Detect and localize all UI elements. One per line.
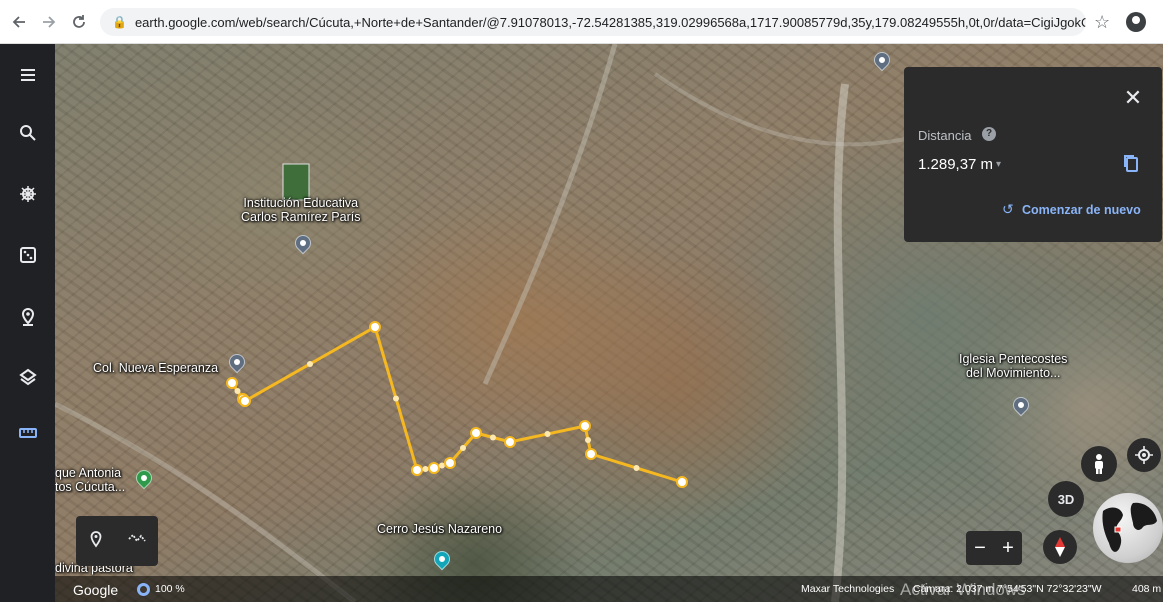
pegman-icon[interactable] (1081, 446, 1117, 482)
route-vertex[interactable] (579, 420, 591, 432)
route-vertex[interactable] (504, 436, 516, 448)
route-midpoint[interactable] (585, 437, 591, 443)
map-overlay (55, 44, 956, 602)
camera-altitude: Cámara: 2.037 m (913, 583, 995, 595)
route-vertex[interactable] (444, 457, 456, 469)
poi-text: Iglesia Pentecostes del Movimiento... (959, 352, 1068, 380)
profile-avatar-icon[interactable] (1126, 12, 1146, 32)
route-vertex[interactable] (239, 395, 251, 407)
distance-value[interactable]: 1.289,37 m (918, 156, 994, 173)
google-logo: Google (73, 582, 119, 598)
route-midpoint[interactable] (234, 388, 241, 394)
bookmark-star-icon[interactable]: ☆ (1094, 12, 1111, 32)
route-midpoint[interactable] (460, 445, 466, 451)
route-vertex[interactable] (226, 377, 238, 389)
start-over-label: Comenzar de nuevo (1022, 203, 1141, 217)
view-3d-label: 3D (1057, 491, 1075, 507)
route-vertex[interactable] (369, 321, 381, 333)
location-pin-icon[interactable] (13, 302, 43, 332)
distance-title: Distancia (918, 128, 972, 143)
reload-icon[interactable] (66, 9, 92, 35)
poi-text: Cerro Jesús Nazareno (377, 522, 503, 536)
poi-label-nueva-esperanza[interactable]: Col. Nueva Esperanza (93, 361, 218, 375)
lock-icon: 🔒 (112, 15, 127, 29)
forward-arrow-icon[interactable] (36, 9, 62, 35)
route-midpoint[interactable] (393, 395, 399, 402)
route-vertex[interactable] (585, 448, 597, 460)
route-midpoint[interactable] (490, 434, 496, 441)
voyager-wheel-icon[interactable] (13, 179, 43, 209)
measurement-points (226, 321, 688, 488)
poi-label-school[interactable]: Institución Educativa Carlos Ramírez Par… (241, 196, 360, 224)
layers-icon[interactable] (13, 362, 43, 392)
dice-icon[interactable] (13, 240, 43, 270)
poi-text: Col. Nueva Esperanza (93, 361, 219, 375)
windows-activation-watermark: Activar Windows (900, 580, 1026, 599)
close-icon[interactable]: ✕ (1123, 85, 1143, 110)
path-tool-icon[interactable] (127, 532, 147, 551)
earth-sidebar (0, 44, 55, 602)
measure-panel: ✕ Distancia ? 1.289,37 m ▾ ↺ Comenzar de… (904, 67, 1162, 242)
restart-icon[interactable]: ↺ (1002, 201, 1014, 217)
zoom-out-button[interactable]: − (974, 536, 986, 559)
zoom-in-button[interactable]: + (1002, 536, 1014, 559)
poi-label-parque[interactable]: que Antonia tos Cúcuta... (55, 466, 125, 494)
browser-toolbar: 🔒 earth.google.com/web/search/Cúcuta,+No… (0, 0, 1163, 44)
back-arrow-icon[interactable] (6, 9, 32, 35)
help-icon[interactable]: ? (982, 127, 996, 141)
poi-label-iglesia[interactable]: Iglesia Pentecostes del Movimiento... (959, 352, 1067, 380)
route-vertex[interactable] (470, 427, 482, 439)
ruler-icon[interactable] (13, 418, 43, 448)
poi-label-cerro[interactable]: Cerro Jesús Nazareno (377, 522, 502, 536)
road (482, 44, 618, 386)
poi-text: que Antonia tos Cúcuta... (55, 466, 126, 494)
start-over-button[interactable]: Comenzar de nuevo (1022, 203, 1141, 217)
hamburger-icon[interactable] (13, 60, 43, 90)
route-midpoint[interactable] (439, 462, 445, 469)
route-midpoint[interactable] (633, 465, 640, 471)
route-vertex[interactable] (411, 464, 423, 476)
globe-minimap[interactable] (1093, 493, 1163, 563)
route-midpoint[interactable] (544, 431, 551, 437)
scale-bar: 408 m (1132, 583, 1162, 595)
zoom-percentage: 100 % (155, 583, 185, 595)
route-midpoint[interactable] (422, 466, 429, 472)
status-bar: Google 100 % Maxar Technologies Cámara: … (55, 576, 1163, 602)
poi-text: Institución Educativa Carlos Ramírez Par… (241, 196, 361, 224)
point-tool-icon[interactable] (87, 530, 105, 553)
unit-dropdown-icon[interactable]: ▾ (996, 159, 1002, 170)
my-location-icon[interactable] (1127, 438, 1161, 472)
search-icon[interactable] (13, 118, 43, 148)
url-text: earth.google.com/web/search/Cúcuta,+Nort… (134, 14, 1086, 30)
route-midpoint[interactable] (307, 361, 313, 367)
route-vertex[interactable] (676, 476, 688, 488)
zoom-control: − + (966, 531, 1022, 565)
coordinates: 7°54'53"N 72°32'23"W (997, 583, 1102, 595)
view-3d-button[interactable]: 3D (1048, 481, 1084, 517)
measurement-path (230, 324, 683, 484)
measure-tool-bar (76, 516, 158, 566)
imagery-credits[interactable]: Maxar Technologies (801, 583, 895, 595)
road (831, 83, 849, 602)
route-vertex[interactable] (428, 462, 440, 474)
loading-ring-icon (137, 583, 150, 596)
sports-field (282, 163, 310, 201)
road (55, 401, 357, 602)
copy-icon[interactable] (1122, 153, 1142, 175)
address-bar[interactable]: 🔒 earth.google.com/web/search/Cúcuta,+No… (100, 8, 1086, 36)
compass-icon[interactable] (1043, 530, 1077, 564)
